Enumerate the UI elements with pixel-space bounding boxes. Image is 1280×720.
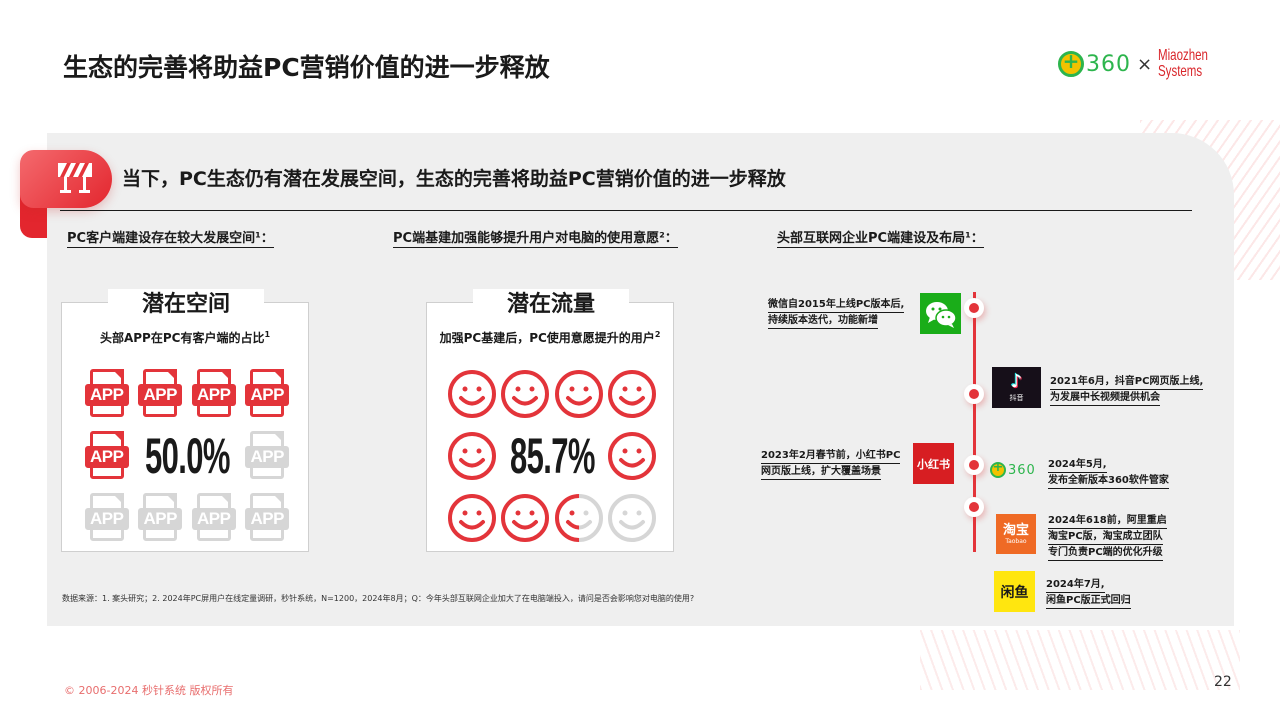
- decorative-rays-bottom: [920, 630, 1240, 690]
- smiley-icon: [447, 494, 496, 542]
- 360-icon: 360: [990, 460, 1036, 480]
- page-title: 生态的完善将助益PC营销价值的进一步释放: [63, 53, 550, 82]
- timeline-item-360: 2024年5月, 发布全新版本360软件管家: [1048, 457, 1169, 489]
- smiley-icon: [501, 370, 550, 418]
- section-headline: 当下，PC生态仍有潜在发展空间，生态的完善将助益PC营销价值的进一步释放: [122, 168, 786, 190]
- app-icon: APP: [138, 369, 183, 419]
- smiley-icon: [501, 494, 550, 542]
- card-subtitle: 头部APP在PC有客户端的占比1: [99, 330, 271, 345]
- card-subtitle: 加强PC基建后，PC使用意愿提升的用户2: [439, 330, 661, 345]
- smiley-icon-inactive: [608, 494, 657, 542]
- app-icon-inactive: APP: [245, 431, 290, 481]
- app-icon-inactive: APP: [138, 493, 183, 543]
- data-source-footnote: 数据来源：1. 案头研究；2. 2024年PC屏用户在线定量调研，秒针系统，N=…: [62, 594, 695, 603]
- timeline-dot: [964, 455, 984, 475]
- app-icon-inactive: APP: [84, 493, 129, 543]
- timeline-item-xianyu: 2024年7月, 闲鱼PC版正式回归: [1046, 577, 1131, 609]
- logo-360: 360: [1058, 49, 1131, 77]
- stat-value: 85.7%: [509, 428, 595, 484]
- app-icon-grid: APP APP APP APP APP 50.0% APP APP APP AP…: [80, 363, 294, 543]
- timeline-item-xiaohongshu: 2023年2月春节前，小红书PC 网页版上线，扩大覆盖场景: [761, 448, 901, 480]
- card-potential-traffic: 潜在流量 加强PC基建后，PC使用意愿提升的用户2 85.7%: [426, 289, 674, 552]
- timeline-line: [973, 292, 976, 552]
- xianyu-icon: 闲鱼: [994, 571, 1035, 612]
- smiley-icon: [608, 432, 657, 480]
- card-potential-space: 潜在空间 头部APP在PC有客户端的占比1 APP APP APP APP AP…: [61, 289, 309, 552]
- logo-separator: ×: [1137, 53, 1153, 75]
- smiley-icon: [608, 370, 657, 418]
- 360-ball-icon: [1058, 49, 1084, 77]
- smiley-icon: [447, 432, 496, 480]
- douyin-icon: ♪ 抖音: [992, 367, 1041, 408]
- smiley-grid: 85.7%: [445, 363, 659, 543]
- page-number: 22: [1214, 674, 1232, 690]
- column-title-traffic: PC端基建加强能够提升用户对电脑的使用意愿²：: [393, 227, 678, 248]
- divider: [60, 210, 1192, 211]
- app-icon: APP: [84, 431, 129, 481]
- smiley-icon: [554, 370, 603, 418]
- logo-group: 360 × Miaozhen Systems: [1058, 44, 1227, 84]
- column-title-space: PC客户端建设存在较大发展空间¹：: [67, 227, 274, 248]
- stat-value: 50.0%: [144, 428, 230, 484]
- timeline-dot: [964, 298, 984, 318]
- app-icon-inactive: APP: [191, 493, 236, 543]
- logo-miaozhen: Miaozhen Systems: [1158, 47, 1209, 80]
- timeline-dot: [964, 497, 984, 517]
- card-title: 潜在流量: [506, 292, 595, 317]
- taobao-icon: 淘宝 Taobao: [996, 514, 1036, 554]
- smiley-icon: [447, 370, 496, 418]
- timeline-item-taobao: 2024年618前，阿里重启 淘宝PC版，淘宝成立团队 专门负责PC端的优化升级: [1048, 513, 1167, 561]
- app-icon: APP: [84, 369, 129, 419]
- app-icon: APP: [191, 369, 236, 419]
- timeline-dot: [964, 384, 984, 404]
- column-title-layout: 头部互联网企业PC端建设及布局¹：: [777, 227, 984, 248]
- timeline-item-wechat: 微信自2015年上线PC版本后, 持续版本迭代，功能新增: [768, 297, 905, 329]
- roadblock-icon: [58, 163, 92, 193]
- timeline-item-douyin: 2021年6月，抖音PC网页版上线, 为发展中长视频提供机会: [1050, 374, 1204, 406]
- wechat-icon: [920, 293, 961, 334]
- xiaohongshu-icon: 小红书: [913, 443, 954, 484]
- app-icon-inactive: APP: [245, 493, 290, 543]
- copyright: © 2006-2024 秒针系统 版权所有: [64, 684, 234, 697]
- card-title: 潜在空间: [141, 292, 230, 317]
- smiley-icon-partial: [554, 494, 603, 542]
- app-icon: APP: [245, 369, 290, 419]
